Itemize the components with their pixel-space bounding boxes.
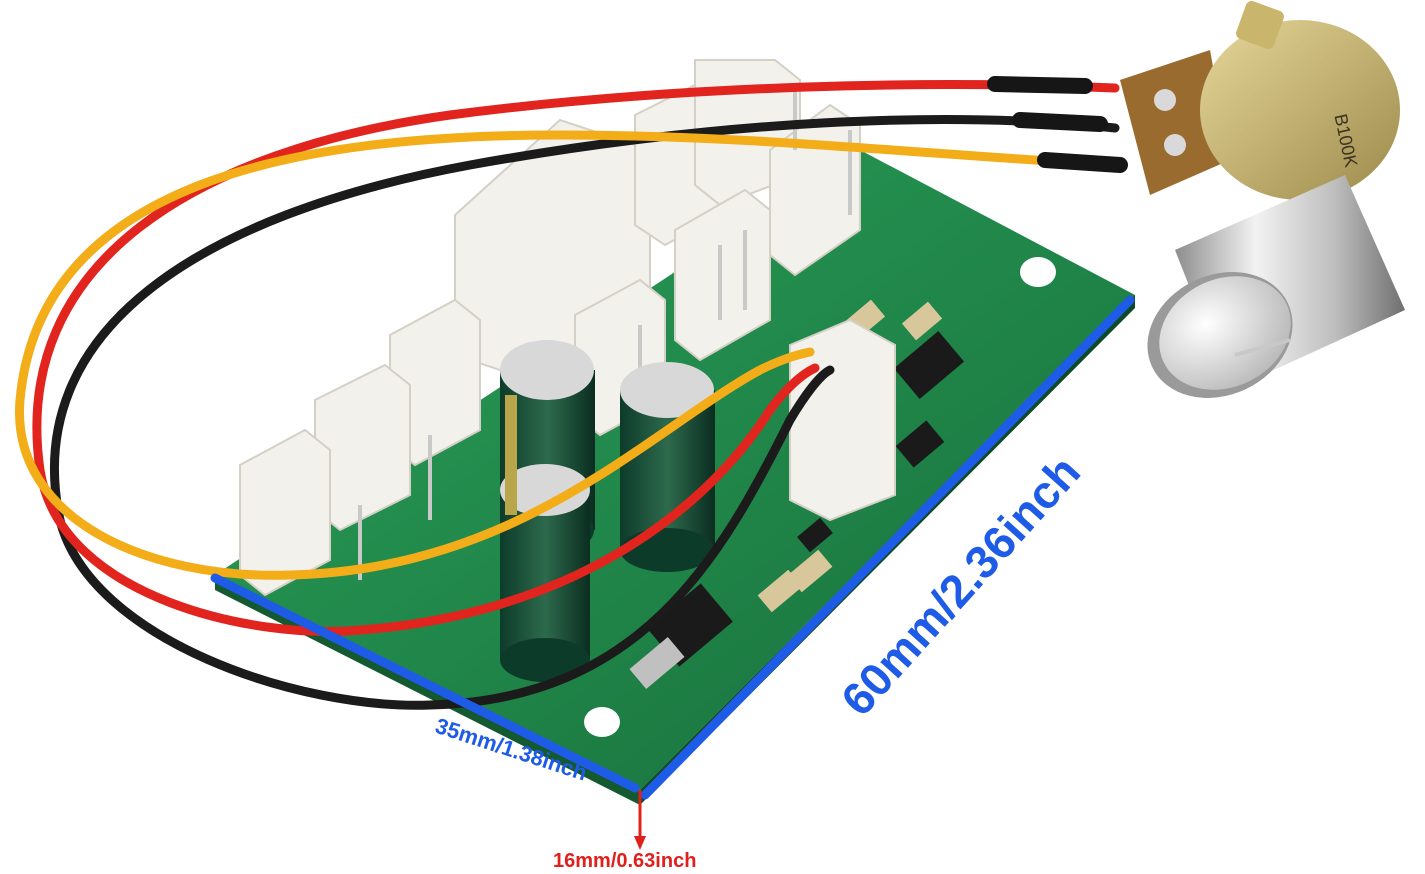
length-dimension-line bbox=[640, 295, 1135, 800]
knob-face bbox=[1159, 276, 1291, 390]
heat-shrink bbox=[987, 76, 1128, 173]
potentiometer bbox=[1120, 1, 1405, 398]
height-dimension-label: 16mm/0.63inch bbox=[553, 850, 697, 872]
width-dimension-line bbox=[210, 573, 640, 793]
wire-yellow bbox=[15, 130, 1120, 580]
wire-bundle bbox=[15, 80, 1120, 710]
control-knob bbox=[1147, 175, 1405, 398]
dimension-lines bbox=[210, 295, 1135, 850]
smd-components bbox=[629, 299, 965, 690]
chip-ic bbox=[893, 331, 965, 399]
mounting-hole bbox=[584, 707, 620, 737]
wire-red bbox=[32, 80, 1120, 636]
mounting-hole bbox=[1020, 257, 1056, 287]
